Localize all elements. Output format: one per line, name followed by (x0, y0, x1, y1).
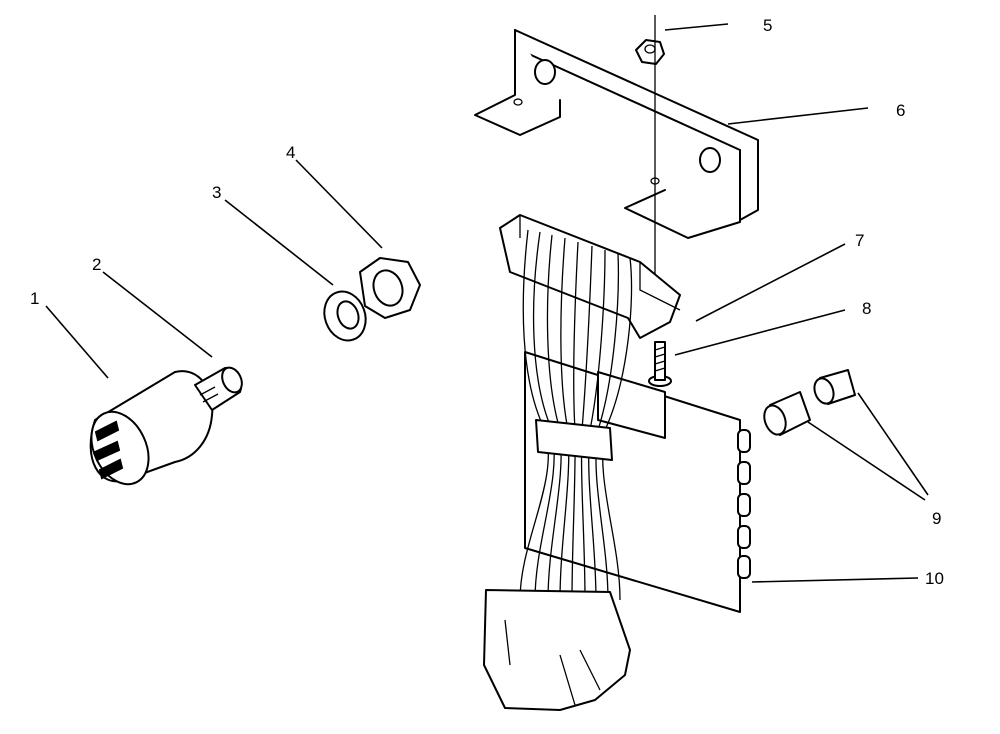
leader-9a (807, 421, 926, 501)
leader-lines (45, 23, 929, 583)
indicator-caps (763, 369, 856, 436)
callout-6: 6 (896, 101, 905, 120)
leader-1 (45, 305, 109, 379)
callout-8: 8 (862, 299, 871, 318)
callout-labels: 1 2 3 4 5 6 7 8 9 10 (30, 16, 944, 588)
callout-10: 10 (925, 569, 944, 588)
leader-10 (751, 577, 919, 583)
wire-harness (483, 214, 681, 711)
leader-2 (102, 271, 213, 358)
switch-assembly (89, 366, 243, 486)
callout-3: 3 (212, 183, 221, 202)
washer (323, 290, 367, 342)
leader-4 (295, 159, 383, 249)
leader-9b (857, 392, 929, 496)
callout-7: 7 (855, 231, 864, 250)
circuit-board (524, 351, 751, 613)
leader-8 (674, 309, 846, 356)
callout-9: 9 (932, 509, 941, 528)
leader-6 (727, 107, 869, 125)
callout-4: 4 (286, 143, 295, 162)
hex-nut (359, 257, 421, 319)
callout-5: 5 (763, 16, 772, 35)
leader-7 (695, 243, 846, 322)
small-nut (635, 39, 665, 65)
mounting-bracket (474, 29, 759, 239)
callout-1: 1 (30, 289, 39, 308)
leader-5 (664, 23, 729, 31)
leader-3 (224, 199, 334, 286)
screw (648, 341, 672, 387)
callout-2: 2 (92, 255, 101, 274)
